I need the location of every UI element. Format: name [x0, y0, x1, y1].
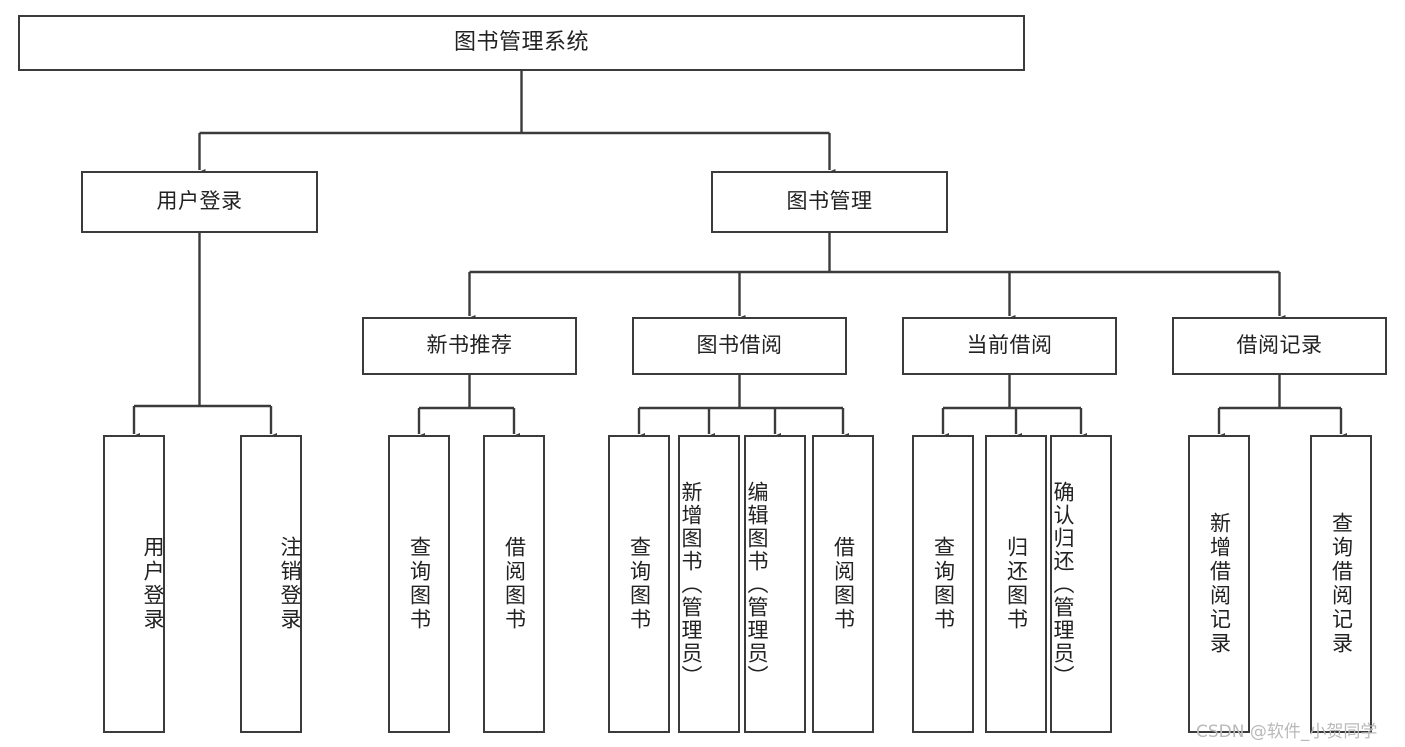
node-l3-借阅记录[interactable]: 借阅记录	[1172, 317, 1387, 375]
node-label: 图书借阅	[696, 333, 783, 358]
node-label: 查询图书	[627, 536, 652, 632]
node-root-图书管理系统[interactable]: 图书管理系统	[18, 15, 1025, 71]
node-leaf-6-编辑图书管理员[interactable]: 编辑图书（管理员）	[744, 435, 806, 733]
node-l3-当前借阅[interactable]: 当前借阅	[902, 317, 1117, 375]
node-l2-图书管理[interactable]: 图书管理	[711, 171, 948, 233]
node-leaf-10-确认归还管理员[interactable]: 确认归还（管理员）	[1050, 435, 1112, 733]
node-leaf-3-借阅图书[interactable]: 借阅图书	[483, 435, 545, 733]
node-label: 注销登录	[278, 536, 302, 632]
node-label: 借阅图书	[502, 536, 527, 632]
node-label: 用户登录	[156, 189, 243, 214]
node-label: 查询图书	[931, 536, 956, 632]
node-label: 借阅图书	[831, 536, 856, 632]
node-leaf-9-归还图书[interactable]: 归还图书	[985, 435, 1047, 733]
node-leaf-11-新增借阅记录[interactable]: 新增借阅记录	[1188, 435, 1250, 733]
node-label: 确认归还（管理员）	[1051, 480, 1075, 688]
node-l2-用户登录[interactable]: 用户登录	[81, 171, 318, 233]
node-leaf-7-借阅图书[interactable]: 借阅图书	[812, 435, 874, 733]
node-label: 用户登录	[141, 536, 165, 632]
node-label: 图书管理	[786, 189, 873, 214]
node-leaf-12-查询借阅记录[interactable]: 查询借阅记录	[1310, 435, 1372, 733]
node-label: 图书管理系统	[453, 29, 589, 55]
node-label: 当前借阅	[966, 333, 1053, 358]
node-label: 查询借阅记录	[1329, 512, 1354, 656]
node-label: 归还图书	[1004, 536, 1029, 632]
node-l3-图书借阅[interactable]: 图书借阅	[632, 317, 847, 375]
node-label: 新增图书（管理员）	[679, 480, 703, 688]
node-leaf-0-用户登录[interactable]: 用户登录	[103, 435, 165, 733]
node-leaf-4-查询图书[interactable]: 查询图书	[608, 435, 670, 733]
node-leaf-8-查询图书[interactable]: 查询图书	[912, 435, 974, 733]
node-label: 新书推荐	[426, 333, 513, 358]
node-label: 查询图书	[407, 536, 432, 632]
node-l3-新书推荐[interactable]: 新书推荐	[362, 317, 577, 375]
node-leaf-1-注销登录[interactable]: 注销登录	[240, 435, 302, 733]
node-leaf-2-查询图书[interactable]: 查询图书	[388, 435, 450, 733]
node-label: 新增借阅记录	[1207, 512, 1232, 656]
node-label: 编辑图书（管理员）	[745, 480, 769, 688]
csdn-watermark: CSDN @软件_小贺同学	[1196, 722, 1378, 742]
node-label: 借阅记录	[1236, 333, 1323, 358]
node-leaf-5-新增图书管理员[interactable]: 新增图书（管理员）	[678, 435, 740, 733]
